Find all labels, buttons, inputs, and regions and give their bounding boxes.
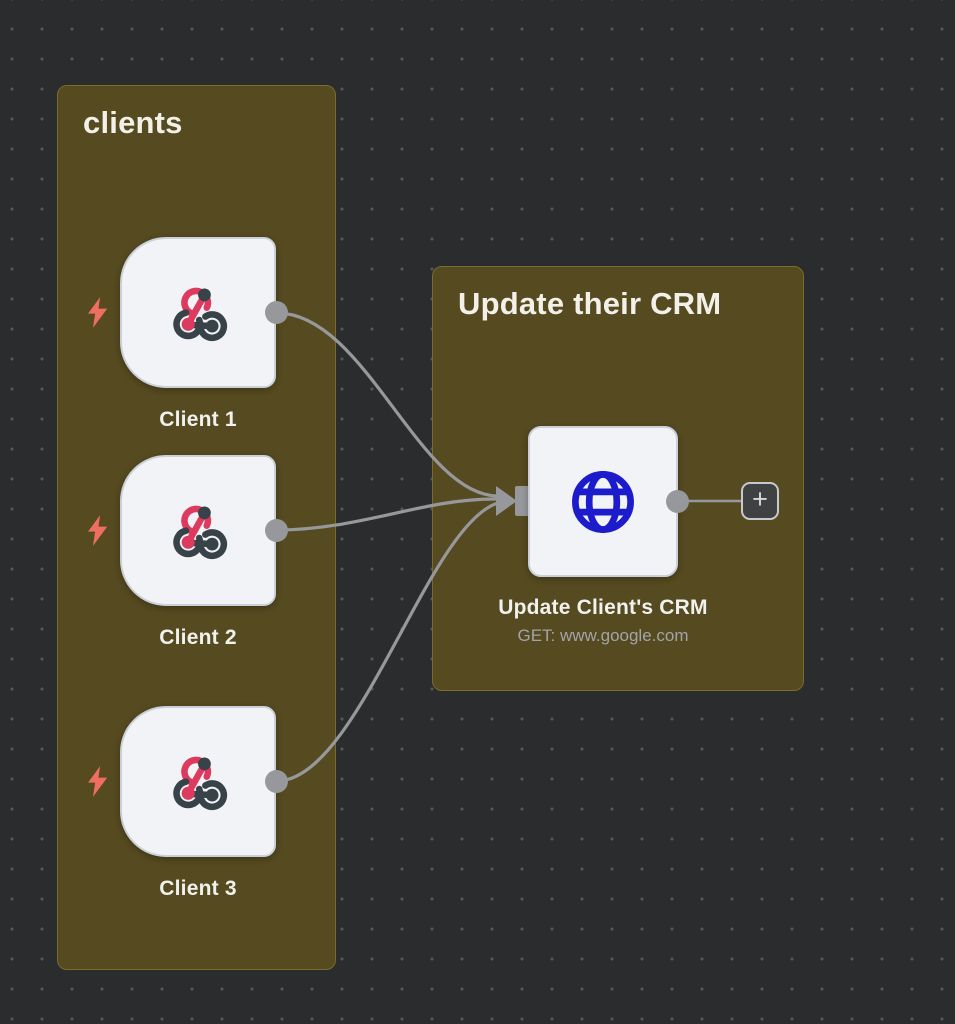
node-label-client2: Client 2 (159, 626, 237, 649)
input-port-http[interactable] (515, 486, 529, 516)
webhook-trigger-bolt-icon-client1 (88, 297, 108, 328)
globe-icon (572, 471, 634, 533)
plus-icon: + (752, 484, 768, 514)
output-port-client1[interactable] (265, 301, 288, 324)
node-client3[interactable] (120, 706, 276, 857)
group-title-update-their-crm: Update their CRM (458, 286, 722, 321)
webhook-trigger-bolt-icon-client3 (88, 766, 108, 797)
node-client1[interactable] (120, 237, 276, 388)
node-label-client1: Client 1 (159, 408, 237, 431)
output-port-client3[interactable] (265, 770, 288, 793)
node-label-http: Update Client's CRM (498, 596, 708, 619)
output-port-http[interactable] (666, 490, 689, 513)
connection-client1-to-http[interactable] (276, 311, 498, 498)
connection-client3-to-http[interactable] (276, 501, 499, 783)
group-title-clients: clients (83, 105, 183, 140)
output-port-client2[interactable] (265, 519, 288, 542)
connection-client2-to-http[interactable] (276, 497, 498, 532)
webhook-icon (173, 756, 228, 811)
webhook-icon (173, 287, 228, 342)
node-label-client3: Client 3 (159, 877, 237, 900)
node-update-clients-crm[interactable] (528, 426, 678, 577)
webhook-icon (173, 505, 228, 560)
webhook-trigger-bolt-icon-client2 (88, 515, 108, 546)
input-arrowhead-icon (496, 486, 517, 516)
node-client2[interactable] (120, 455, 276, 606)
add-node-button[interactable]: + (741, 482, 779, 520)
node-sublabel-http: GET: www.google.com (517, 626, 689, 645)
